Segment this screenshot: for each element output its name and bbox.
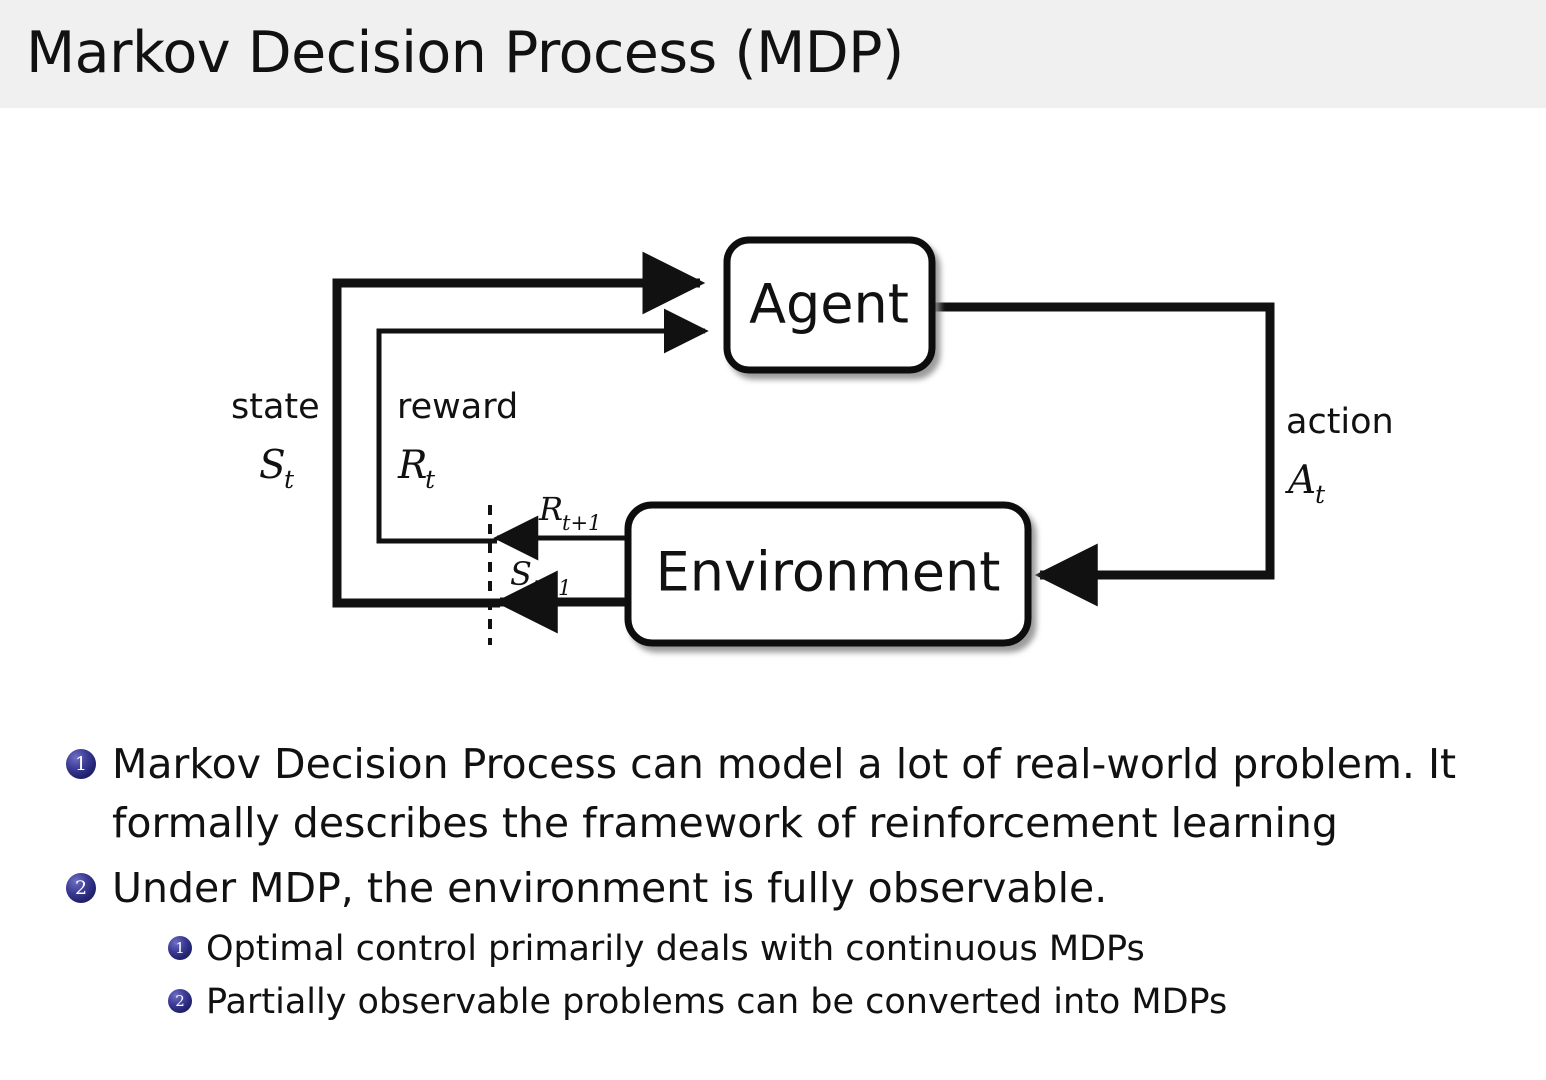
action-label-subscript: t <box>1315 480 1326 509</box>
mdp-diagram: Agent Environment state S t reward R t a… <box>0 108 1546 718</box>
reward-next-symbol: R <box>538 490 563 528</box>
bullet-text-2: Under MDP, the environment is fully obse… <box>112 864 1108 912</box>
state-feedback-path <box>332 251 706 608</box>
environment-box: Environment <box>624 501 1032 647</box>
sub-bullet-text-1: Optimal control primarily deals with con… <box>206 929 1145 969</box>
reward-label-symbol: R <box>397 443 427 488</box>
reward-next-label: R t+1 <box>538 490 601 535</box>
state-next-label: S t+1 <box>510 555 571 600</box>
agent-box: Agent <box>723 236 936 374</box>
sub-bullet-marker-2: 2 <box>168 989 192 1013</box>
reward-label-word: reward <box>397 387 518 427</box>
reward-next-subscript: t+1 <box>562 511 601 535</box>
agent-box-label: Agent <box>749 273 909 336</box>
state-label-subscript: t <box>284 465 295 494</box>
state-label-word: state <box>231 387 320 427</box>
action-path <box>932 302 1275 607</box>
action-label-symbol: A <box>1285 458 1316 503</box>
slide-header-bar <box>0 0 1546 108</box>
reward-label: reward R t <box>397 387 518 494</box>
bullet-text-1: Markov Decision Process can model a lot … <box>112 735 1456 853</box>
state-next-subscript: t+1 <box>532 576 571 600</box>
list-item: 2 Partially observable problems can be c… <box>0 977 1546 1028</box>
action-label: action A t <box>1285 402 1394 509</box>
state-label: state S t <box>231 387 320 494</box>
bullet-line: formally describes the framework of rein… <box>112 799 1338 847</box>
bullet-marker-1: 1 <box>66 749 96 779</box>
state-label-symbol: S <box>259 443 286 488</box>
state-next-symbol: S <box>510 555 532 593</box>
reward-feedback-path <box>376 308 709 544</box>
bullet-line: Markov Decision Process can model a lot … <box>112 740 1457 788</box>
sub-bullet-text-2: Partially observable problems can be con… <box>206 982 1228 1022</box>
environment-box-label: Environment <box>656 541 1001 604</box>
action-label-word: action <box>1286 402 1394 442</box>
sub-bullet-marker-1: 1 <box>168 936 192 960</box>
list-item: 1 Optimal control primarily deals with c… <box>0 924 1546 975</box>
reward-label-subscript: t <box>425 465 436 494</box>
list-item: 2 Under MDP, the environment is fully ob… <box>0 859 1546 918</box>
bullet-marker-2: 2 <box>66 873 96 903</box>
list-item: 1 Markov Decision Process can model a lo… <box>0 735 1546 853</box>
page-title: Markov Decision Process (MDP) <box>26 20 904 86</box>
bullet-list: 1 Markov Decision Process can model a lo… <box>0 735 1546 1030</box>
